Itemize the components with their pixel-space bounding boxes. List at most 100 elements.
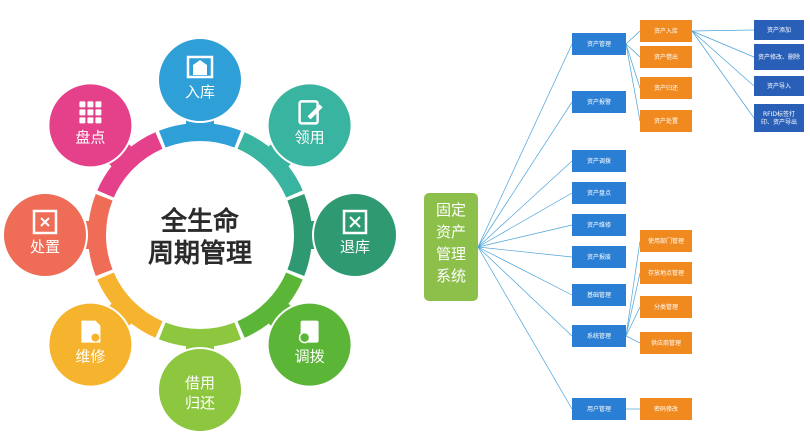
lifecycle-node-inventory[interactable]: 盘点	[47, 82, 134, 169]
level1-node-3-box	[572, 182, 626, 204]
asset-child-3[interactable]: 资产处置	[640, 110, 692, 132]
edit-document-icon	[298, 100, 323, 125]
lifecycle-node-inbound[interactable]: 入库	[157, 37, 243, 123]
transfer-document-icon	[298, 320, 319, 344]
level1-node-4-label: 资产维修	[587, 221, 611, 229]
inbound-child-2-box	[754, 76, 804, 96]
lifecycle-node-label-requisition: 领用	[295, 128, 325, 146]
level1-node-2-box	[572, 150, 626, 172]
system-child-3[interactable]: 供应商管理	[640, 332, 692, 354]
level1-node-6-box	[572, 284, 626, 306]
system-child-0[interactable]: 使用部门管理	[640, 230, 692, 252]
system-child-1-label: 存放地点管理	[648, 269, 684, 277]
level1-node-0[interactable]: 资产管理	[572, 33, 626, 55]
level1-node-8[interactable]: 用户管理	[572, 398, 626, 420]
ring-segment-transfer	[237, 272, 303, 338]
warehouse-icon	[186, 55, 214, 79]
inbound-child-1-label: 资产修改、删除	[758, 53, 800, 61]
lifecycle-node-circle-borrow	[157, 347, 243, 433]
asset-child-1-box	[640, 46, 692, 68]
inbound-child-3[interactable]: RFID标签打印、资产导出	[754, 104, 804, 132]
inbound-child-2-label: 资产导入	[767, 82, 791, 90]
level1-node-6[interactable]: 基础管理	[572, 284, 626, 306]
system-child-2-box	[640, 296, 692, 318]
system-child-3-label: 供应商管理	[651, 339, 681, 347]
lifecycle-node-repair[interactable]: 维修	[47, 301, 134, 388]
asset-child-2[interactable]: 资产归还	[640, 77, 692, 99]
system-child-1[interactable]: 存放地点管理	[640, 262, 692, 284]
inbound-child-3-label: RFID标签打印、资产导出	[761, 110, 797, 126]
level1-node-0-label: 资产管理	[587, 40, 611, 48]
grid-icon	[79, 101, 102, 124]
lifecycle-node-label-inbound: 入库	[185, 83, 215, 101]
level1-node-3[interactable]: 资产盘点	[572, 182, 626, 204]
level1-node-5[interactable]: 资产报废	[572, 246, 626, 268]
level1-node-2-label: 资产调拨	[587, 157, 611, 165]
lifecycle-node-circle-transfer	[266, 301, 353, 388]
system-child-0-label: 使用部门管理	[648, 237, 684, 245]
inbound-child-0[interactable]: 资产添加	[754, 20, 804, 40]
inbound-child-2[interactable]: 资产导入	[754, 76, 804, 96]
level1-node-8-label: 用户管理	[587, 405, 611, 413]
user-child-0[interactable]: 密码修改	[640, 398, 692, 420]
ring-segment-inventory	[97, 132, 163, 198]
level1-node-6-label: 基础管理	[587, 291, 611, 299]
user-child-0-label: 密码修改	[654, 405, 678, 413]
level1-node-7[interactable]: 系统管理	[572, 325, 626, 347]
level1-node-4[interactable]: 资产维修	[572, 214, 626, 236]
lifecycle-node-circle-disposal	[2, 192, 88, 278]
root-node[interactable]	[424, 193, 478, 301]
level1-node-1[interactable]: 资产报警	[572, 91, 626, 113]
ring-segment-disposal	[88, 193, 113, 277]
lifecycle-node-label2-borrow: 归还	[185, 394, 215, 412]
lifecycle-node-transfer[interactable]: 调拨	[266, 301, 353, 388]
lifecycle-node-return[interactable]: 退库	[312, 192, 398, 278]
level1-node-1-label: 资产报警	[587, 98, 611, 106]
system-child-0-box	[640, 230, 692, 252]
lifecycle-node-circle-inbound	[157, 37, 243, 123]
lifecycle-node-label-transfer: 调拨	[295, 348, 325, 366]
level1-node-2[interactable]: 资产调拨	[572, 150, 626, 172]
inbound-child-1-box	[754, 44, 804, 70]
disposal-box-icon	[32, 209, 58, 235]
level1-node-7-box	[572, 325, 626, 347]
asset-child-3-box	[640, 110, 692, 132]
asset-child-2-label: 资产归还	[654, 84, 678, 92]
asset-child-1[interactable]: 资产借出	[640, 46, 692, 68]
ring-segment-return	[287, 193, 312, 277]
lifecycle-node-label-disposal: 处置	[30, 238, 60, 256]
system-child-1-box	[640, 262, 692, 284]
system-child-2-label: 分类管理	[654, 303, 678, 311]
center-circle	[107, 142, 293, 328]
level1-node-0-box	[572, 33, 626, 55]
level1-node-7-label: 系统管理	[587, 332, 611, 340]
system-child-2[interactable]: 分类管理	[640, 296, 692, 318]
ring-segment-requisition	[237, 132, 303, 198]
asset-child-0[interactable]: 资产入库	[640, 20, 692, 42]
ring-segment-repair	[97, 272, 163, 338]
box-return-icon	[342, 209, 368, 235]
level1-node-5-label: 资产报废	[587, 253, 611, 261]
lifecycle-node-circle-inventory	[47, 82, 134, 169]
level1-node-4-box	[572, 214, 626, 236]
level1-node-3-label: 资产盘点	[587, 189, 611, 197]
level1-node-5-box	[572, 246, 626, 268]
asset-child-0-label: 资产入库	[654, 27, 678, 35]
inbound-child-1[interactable]: 资产修改、删除	[754, 44, 804, 70]
level1-node-8-box	[572, 398, 626, 420]
ring-segment-borrow	[158, 322, 242, 347]
asset-child-3-label: 资产处置	[654, 117, 678, 125]
lifecycle-node-requisition[interactable]: 领用	[266, 82, 353, 169]
level1-node-1-box	[572, 91, 626, 113]
asset-child-2-box	[640, 77, 692, 99]
user-child-0-box	[640, 398, 692, 420]
inbound-child-0-box	[754, 20, 804, 40]
lifecycle-node-circle-requisition	[266, 82, 353, 169]
lifecycle-node-circle-repair	[47, 301, 134, 388]
tree-connectors	[477, 29, 755, 410]
lifecycle-node-disposal[interactable]: 处置	[2, 192, 88, 278]
